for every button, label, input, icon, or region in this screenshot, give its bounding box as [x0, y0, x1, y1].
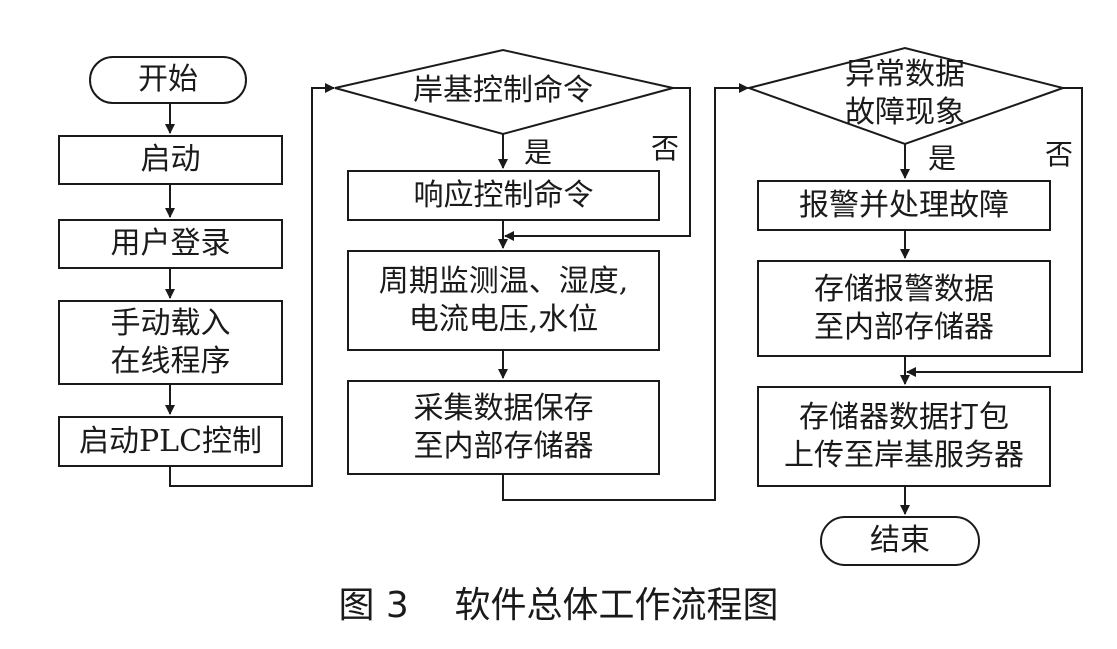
no-label-col3: 否 [1045, 138, 1074, 171]
connector-col2-to-col3 [502, 83, 749, 501]
step-user-login: 用户登录 [58, 219, 283, 269]
yes-label-col3: 是 [928, 142, 957, 175]
figure-caption: 图 3 软件总体工作流程图 [338, 585, 779, 626]
step-periodic-monitor: 周期监测温、湿度, 电流电压,水位 [347, 250, 660, 351]
step-collect-save: 采集数据保存 至内部存储器 [347, 380, 660, 475]
step-store-alarm: 存储报警数据 至内部存储器 [757, 260, 1051, 357]
connector-no-bypass-right [906, 87, 1083, 377]
step-load-program: 手动载入 在线程序 [58, 300, 283, 385]
step-pack-upload: 存储器数据打包 上传至岸基服务器 [757, 386, 1051, 487]
connector-no-bypass [504, 87, 691, 241]
no-label-col2: 否 [651, 132, 680, 165]
step-alarm-handle: 报警并处理故障 [757, 180, 1051, 231]
decision-shore-command-label: 岸基控制命令 [413, 73, 593, 108]
end-terminal: 结束 [820, 516, 980, 566]
step-respond-command: 响应控制命令 [347, 170, 660, 221]
connector-col1-to-col2 [169, 83, 335, 487]
step-launch: 启动 [58, 135, 283, 185]
decision-abnormal-data-label: 异常数据 故障现象 [845, 57, 965, 130]
yes-label-col2: 是 [524, 136, 553, 169]
step-start-plc: 启动PLC控制 [58, 416, 283, 467]
start-terminal: 开始 [89, 56, 247, 104]
